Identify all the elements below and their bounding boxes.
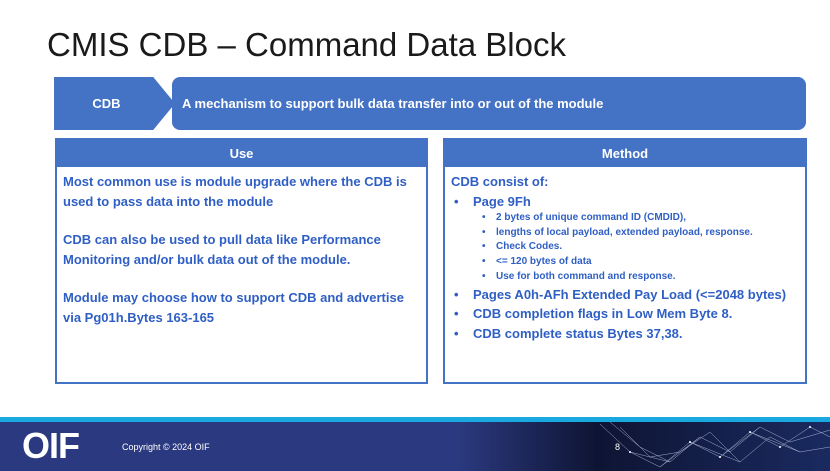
use-paragraph: CDB can also be used to pull data like P… [63, 232, 381, 267]
oif-logo: OIF [22, 425, 80, 466]
sub-bullet: Use for both command and response. [451, 270, 799, 285]
footer-stripe [0, 417, 830, 422]
method-header: Method [445, 140, 805, 167]
bullet-page-9fh: Page 9Fh [451, 192, 799, 212]
sub-bullet: <= 120 bytes of data [451, 255, 799, 270]
use-paragraph: Module may choose how to support CDB and… [63, 290, 404, 325]
bullet: CDB completion flags in Low Mem Byte 8. [451, 304, 799, 324]
network-graphic-icon [600, 422, 830, 468]
method-intro: CDB consist of: [451, 174, 549, 189]
cdb-description-banner: A mechanism to support bulk data transfe… [172, 77, 806, 130]
copyright: Copyright © 2024 OIF [122, 442, 210, 452]
page-number: 8 [615, 442, 621, 452]
use-paragraph: Most common use is module upgrade where … [63, 174, 407, 209]
sub-bullet: lengths of local payload, extended paylo… [451, 226, 799, 241]
sub-bullet: 2 bytes of unique command ID (CMDID), [451, 211, 799, 226]
method-panel: Method CDB consist of: Page 9Fh 2 bytes … [443, 138, 807, 384]
bullet: Pages A0h-AFh Extended Pay Load (<=2048 … [451, 285, 799, 305]
cdb-chevron: CDB [54, 77, 175, 130]
sub-bullet: Check Codes. [451, 240, 799, 255]
footer: OIF Copyright © 2024 OIF 8 [0, 417, 830, 471]
use-header: Use [57, 140, 426, 167]
use-panel: Use Most common use is module upgrade wh… [55, 138, 428, 384]
slide-title: CMIS CDB – Command Data Block [47, 26, 566, 63]
bullet: CDB complete status Bytes 37,38. [451, 324, 799, 344]
